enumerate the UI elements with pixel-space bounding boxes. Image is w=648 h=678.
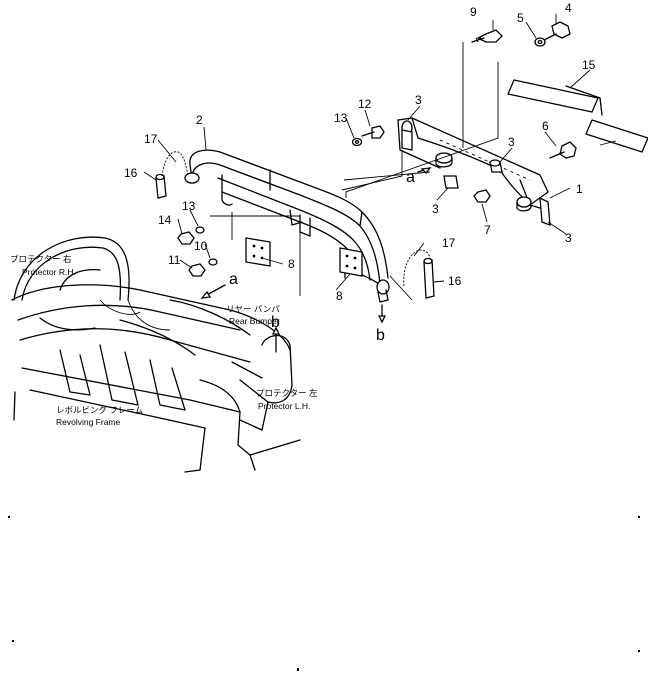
view-letter-b: b	[271, 314, 280, 331]
protector-rh	[13, 236, 171, 331]
part-6: 6	[542, 119, 549, 133]
view-letter-a: a	[406, 169, 415, 186]
part-14: 14	[158, 213, 172, 227]
view-letter-b: b	[376, 327, 385, 344]
view-letter-a: a	[229, 271, 238, 288]
label-rear-bumper-jp: リヤー バンパ	[226, 304, 280, 314]
bracket-right	[339, 247, 363, 277]
part-3: 3	[415, 93, 422, 107]
view-arrows	[200, 167, 432, 353]
part-4: 4	[565, 1, 572, 15]
part-9: 9	[470, 5, 477, 19]
part-5: 5	[517, 11, 524, 25]
part-17: 17	[442, 236, 456, 250]
part-number-labels: 1 2 3 3 3 3 4 5 6 7 8 8 9 10 11 12 13 13…	[124, 1, 596, 303]
part-11: 11	[168, 253, 181, 267]
label-protector-lh-jp: プロテクター 左	[256, 388, 318, 398]
rear-bumper	[184, 149, 390, 303]
nut-14	[177, 231, 195, 245]
washer-13-left	[195, 226, 205, 234]
part-1: 1	[576, 182, 583, 196]
part-16: 16	[124, 166, 138, 180]
part-8: 8	[288, 257, 295, 271]
scan-marks	[8, 516, 640, 671]
part-12: 12	[358, 97, 372, 111]
revolving-frame	[11, 269, 301, 473]
part-2: 2	[196, 113, 203, 127]
part-3: 3	[565, 231, 572, 245]
bolt-4	[543, 21, 571, 41]
part-13: 13	[182, 199, 196, 213]
part-17: 17	[144, 132, 158, 146]
pin-right	[423, 257, 435, 299]
chain-right	[403, 249, 431, 287]
part-8: 8	[336, 289, 343, 303]
part-16: 16	[448, 274, 462, 288]
label-protector-rh-jp: プロテクター 右	[10, 254, 72, 264]
mounting-plate	[397, 117, 551, 226]
label-rear-bumper-en: Rear Bumper	[229, 316, 280, 326]
component-labels: プロテクター 右 Protector R.H. リヤー バンパ Rear Bum…	[10, 254, 318, 427]
part-15: 15	[582, 58, 596, 72]
leader-lines	[143, 14, 617, 301]
bolt-12	[361, 125, 385, 139]
bracket-left	[245, 237, 271, 267]
bolt-9	[471, 29, 503, 43]
washer-10	[208, 258, 218, 266]
nut-7	[473, 189, 491, 203]
bolt-6	[549, 141, 577, 159]
washer-13-top	[351, 137, 363, 147]
washer-5	[534, 37, 546, 47]
label-protector-lh-en: Protector L.H.	[258, 401, 310, 411]
view-letter-labels: a a b b	[229, 169, 415, 344]
plate-15	[507, 79, 648, 153]
nut-11	[188, 263, 206, 277]
chain-left	[161, 151, 189, 177]
pin-left	[155, 173, 167, 199]
part-7: 7	[484, 223, 491, 237]
label-revolving-frame-en: Revolving Frame	[56, 417, 121, 427]
part-3: 3	[432, 202, 439, 216]
part-10: 10	[194, 239, 208, 253]
spacer	[443, 159, 503, 189]
part-3: 3	[508, 135, 515, 149]
label-revolving-frame-jp: レボルビング フレーム	[56, 405, 143, 415]
protector-lh	[231, 334, 293, 431]
part-13: 13	[334, 111, 348, 125]
label-protector-rh-en: Protector R.H.	[22, 267, 76, 277]
